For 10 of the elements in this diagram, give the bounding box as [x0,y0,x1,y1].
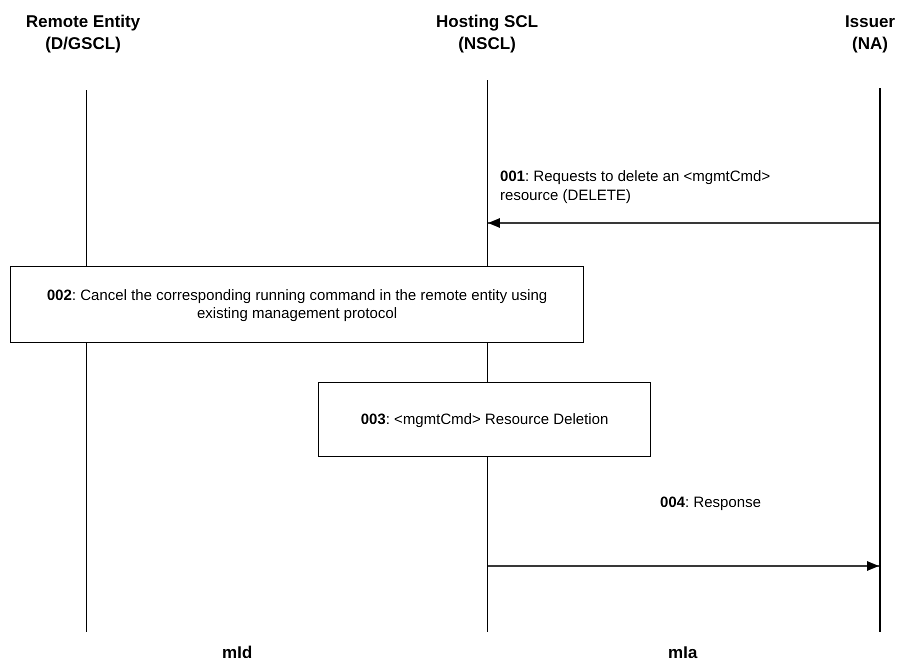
arrow [488,218,879,228]
lifeline-header: Issuer (NA) [830,11,910,57]
lifeline [879,88,880,632]
interface-label: mIa [668,643,698,663]
arrow [488,561,879,571]
lifeline-header: Hosting SCL (NSCL) [407,11,567,57]
lifeline-header: Remote Entity (D/GSCL) [8,11,158,57]
process-box: 002: Cancel the corresponding running command in the remote entity using existing management protocol [10,266,584,343]
interface-label: mId [222,643,252,663]
process-box: 003: <mgmtCmd> Resource Deletion [318,382,651,457]
